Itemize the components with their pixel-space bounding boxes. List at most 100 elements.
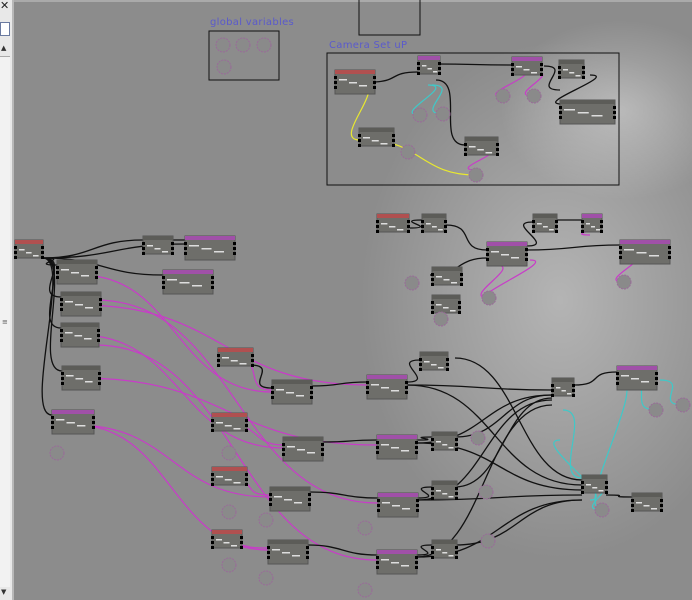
iobox-node[interactable]: [258, 570, 274, 586]
wire[interactable]: [445, 224, 488, 251]
output-pin[interactable]: [310, 396, 313, 399]
output-pin[interactable]: [438, 62, 441, 65]
input-pin[interactable]: [558, 66, 561, 69]
output-pin[interactable]: [171, 242, 174, 245]
wire[interactable]: [416, 436, 433, 441]
scrollbar[interactable]: [0, 56, 10, 587]
input-pin[interactable]: [377, 504, 380, 507]
input-pin[interactable]: [60, 334, 63, 337]
input-pin[interactable]: [616, 377, 619, 380]
output-pin[interactable]: [540, 73, 543, 76]
iobox-node[interactable]: [495, 88, 511, 104]
output-pin[interactable]: [95, 271, 98, 274]
output-pin[interactable]: [458, 306, 461, 309]
output-pin[interactable]: [525, 253, 528, 256]
output-pin[interactable]: [455, 438, 458, 441]
node-header[interactable]: [272, 380, 312, 384]
input-pin[interactable]: [417, 72, 420, 75]
input-pin[interactable]: [267, 546, 270, 549]
iobox-node[interactable]: [616, 274, 632, 290]
input-pin[interactable]: [419, 363, 422, 366]
wire[interactable]: [322, 439, 378, 443]
output-pin[interactable]: [251, 364, 254, 367]
input-pin[interactable]: [60, 339, 63, 342]
node-header[interactable]: [212, 413, 247, 417]
input-pin[interactable]: [376, 220, 379, 223]
output-pin[interactable]: [321, 448, 324, 451]
wire[interactable]: [406, 384, 553, 391]
input-pin[interactable]: [14, 251, 17, 254]
output-pin[interactable]: [525, 258, 528, 261]
input-pin[interactable]: [559, 116, 562, 119]
input-pin[interactable]: [581, 225, 584, 228]
node-header[interactable]: [420, 352, 448, 356]
iobox-node[interactable]: [256, 37, 272, 53]
node-header[interactable]: [432, 481, 457, 485]
input-pin[interactable]: [211, 429, 214, 432]
input-pin[interactable]: [417, 62, 420, 65]
input-pin[interactable]: [421, 225, 424, 228]
node-header[interactable]: [212, 530, 242, 534]
input-pin[interactable]: [61, 382, 64, 385]
input-pin[interactable]: [631, 509, 634, 512]
node-header[interactable]: [270, 487, 310, 491]
output-pin[interactable]: [211, 286, 214, 289]
output-pin[interactable]: [405, 386, 408, 389]
output-pin[interactable]: [540, 63, 543, 66]
input-pin[interactable]: [431, 556, 434, 559]
wire[interactable]: [435, 79, 466, 146]
iobox-node[interactable]: [235, 37, 251, 53]
input-pin[interactable]: [551, 389, 554, 392]
wire[interactable]: [555, 74, 597, 105]
output-pin[interactable]: [668, 246, 671, 249]
input-pin[interactable]: [376, 225, 379, 228]
input-pin[interactable]: [419, 368, 422, 371]
wire[interactable]: [309, 491, 379, 499]
output-pin[interactable]: [97, 339, 100, 342]
output-pin[interactable]: [211, 276, 214, 279]
node-header[interactable]: [378, 493, 418, 497]
output-pin[interactable]: [92, 421, 95, 424]
input-pin[interactable]: [56, 271, 59, 274]
input-pin[interactable]: [511, 68, 514, 71]
input-pin[interactable]: [619, 256, 622, 259]
output-pin[interactable]: [98, 372, 101, 375]
output-pin[interactable]: [415, 561, 418, 564]
output-pin[interactable]: [308, 503, 311, 506]
input-pin[interactable]: [431, 278, 434, 281]
output-pin[interactable]: [660, 509, 663, 512]
output-pin[interactable]: [251, 359, 254, 362]
node-header[interactable]: [560, 100, 615, 104]
output-pin[interactable]: [306, 546, 309, 549]
output-pin[interactable]: [245, 478, 248, 481]
output-pin[interactable]: [446, 363, 449, 366]
output-pin[interactable]: [233, 252, 236, 255]
output-pin[interactable]: [655, 382, 658, 385]
output-pin[interactable]: [444, 225, 447, 228]
output-pin[interactable]: [460, 273, 463, 276]
output-pin[interactable]: [41, 256, 44, 259]
output-pin[interactable]: [582, 71, 585, 74]
output-pin[interactable]: [668, 256, 671, 259]
output-pin[interactable]: [405, 391, 408, 394]
input-pin[interactable]: [162, 276, 165, 279]
input-pin[interactable]: [581, 486, 584, 489]
iobox-node[interactable]: [480, 533, 496, 549]
wire[interactable]: [307, 544, 378, 556]
input-pin[interactable]: [376, 556, 379, 559]
output-pin[interactable]: [660, 499, 663, 502]
output-pin[interactable]: [211, 281, 214, 284]
output-pin[interactable]: [415, 446, 418, 449]
output-pin[interactable]: [392, 134, 395, 137]
wire[interactable]: [79, 304, 368, 386]
wire[interactable]: [435, 63, 513, 66]
input-pin[interactable]: [551, 384, 554, 387]
scroll-up-button[interactable]: ▲: [1, 44, 7, 52]
output-pin[interactable]: [572, 394, 575, 397]
input-pin[interactable]: [431, 448, 434, 451]
input-pin[interactable]: [581, 481, 584, 484]
input-pin[interactable]: [142, 247, 145, 250]
wire[interactable]: [562, 409, 583, 479]
input-pin[interactable]: [282, 453, 285, 456]
node-header[interactable]: [512, 57, 542, 61]
